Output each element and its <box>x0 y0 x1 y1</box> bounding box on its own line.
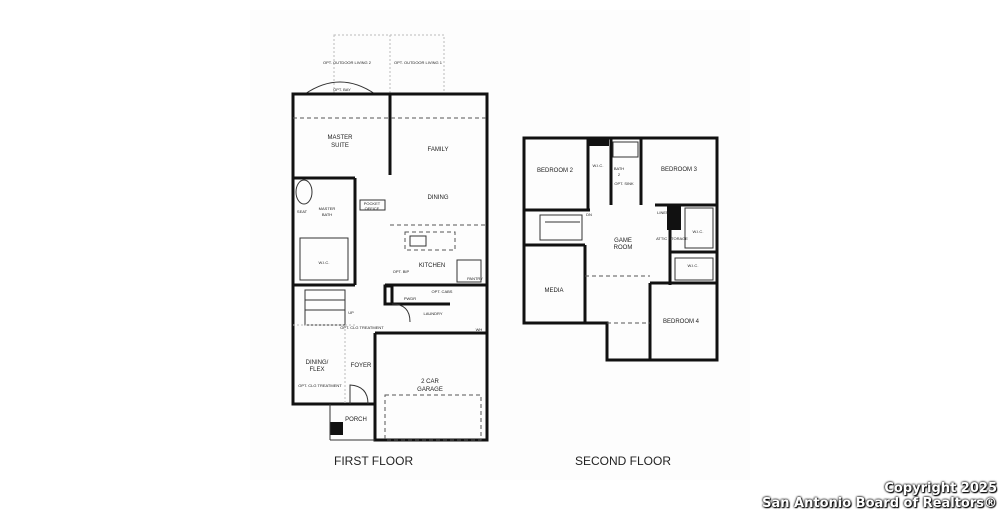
svg-text:BATH: BATH <box>322 212 332 217</box>
svg-text:OPT. BIP: OPT. BIP <box>393 269 410 274</box>
porch-column <box>330 422 343 435</box>
svg-text:KITCHEN: KITCHEN <box>419 263 445 269</box>
svg-text:DINING: DINING <box>428 195 449 201</box>
second-floor-outer-wall <box>522 136 719 362</box>
svg-text:OPT. CLG TREATMENT: OPT. CLG TREATMENT <box>340 325 384 330</box>
svg-text:OFFICE: OFFICE <box>365 206 380 211</box>
svg-text:DN: DN <box>586 212 592 217</box>
second-floor-labels: BEDROOM 2 W.I.C. BATH 2 OPT. SINK BEDROO… <box>537 163 703 325</box>
svg-text:W.I.C.: W.I.C. <box>688 263 699 268</box>
svg-text:OPT. SINK: OPT. SINK <box>614 181 634 186</box>
first-floor-labels: OPT. OUTDOOR LIVING 2 OPT. OUTDOOR LIVIN… <box>297 60 483 423</box>
svg-text:BATH: BATH <box>614 166 624 171</box>
svg-text:GAME: GAME <box>614 238 632 244</box>
svg-text:W.I.C.: W.I.C. <box>693 229 704 234</box>
second-floor-caption: SECOND FLOOR <box>575 454 672 468</box>
svg-text:OPT. CABS: OPT. CABS <box>432 289 453 294</box>
svg-text:OPT. BAY: OPT. BAY <box>333 87 351 92</box>
svg-text:MASTER: MASTER <box>327 135 353 141</box>
svg-text:PORCH: PORCH <box>345 417 367 423</box>
plan-background <box>250 10 750 480</box>
svg-text:PANTRY: PANTRY <box>467 276 483 281</box>
opt-bay-outline <box>304 81 376 95</box>
svg-text:MEDIA: MEDIA <box>544 288 563 294</box>
svg-text:SEAT: SEAT <box>297 209 308 214</box>
svg-text:FLEX: FLEX <box>309 367 324 373</box>
svg-text:W.I.C.: W.I.C. <box>593 163 604 168</box>
svg-text:2: 2 <box>618 172 621 177</box>
svg-text:OPT. OUTDOOR LIVING 1: OPT. OUTDOOR LIVING 1 <box>394 60 443 65</box>
svg-text:2 CAR: 2 CAR <box>421 379 439 385</box>
svg-text:FOYER: FOYER <box>351 363 372 369</box>
first-floor-caption: FIRST FLOOR <box>334 454 414 468</box>
svg-text:BEDROOM 3: BEDROOM 3 <box>661 167 698 173</box>
svg-text:BEDROOM 2: BEDROOM 2 <box>537 168 574 174</box>
svg-text:DINING/: DINING/ <box>306 360 329 366</box>
svg-text:MASTER: MASTER <box>319 206 336 211</box>
svg-text:WH: WH <box>476 327 483 332</box>
svg-text:SUITE: SUITE <box>331 143 349 149</box>
second-floor-plan <box>522 136 719 362</box>
svg-text:LINEN: LINEN <box>657 210 669 215</box>
svg-text:GARAGE: GARAGE <box>417 387 443 393</box>
svg-text:FAMILY: FAMILY <box>428 147 449 153</box>
svg-text:OPT. CLG TREATMENT: OPT. CLG TREATMENT <box>298 383 342 388</box>
svg-text:UP: UP <box>348 310 354 315</box>
svg-text:PWDR: PWDR <box>404 296 416 301</box>
copyright-watermark: Copyright 2025 <box>884 481 997 496</box>
svg-text:ROOM: ROOM <box>614 245 633 251</box>
svg-text:BEDROOM 4: BEDROOM 4 <box>663 319 700 325</box>
svg-text:ATTIC STORAGE: ATTIC STORAGE <box>656 236 688 241</box>
first-floor-plan <box>291 34 489 442</box>
realtors-watermark: San Antonio Board of Realtors® <box>762 496 997 511</box>
svg-text:LAUNDRY: LAUNDRY <box>423 311 442 316</box>
svg-text:POCKET: POCKET <box>364 201 381 206</box>
svg-text:W.I.C.: W.I.C. <box>319 260 330 265</box>
svg-text:OPT. OUTDOOR LIVING 2: OPT. OUTDOOR LIVING 2 <box>323 60 372 65</box>
